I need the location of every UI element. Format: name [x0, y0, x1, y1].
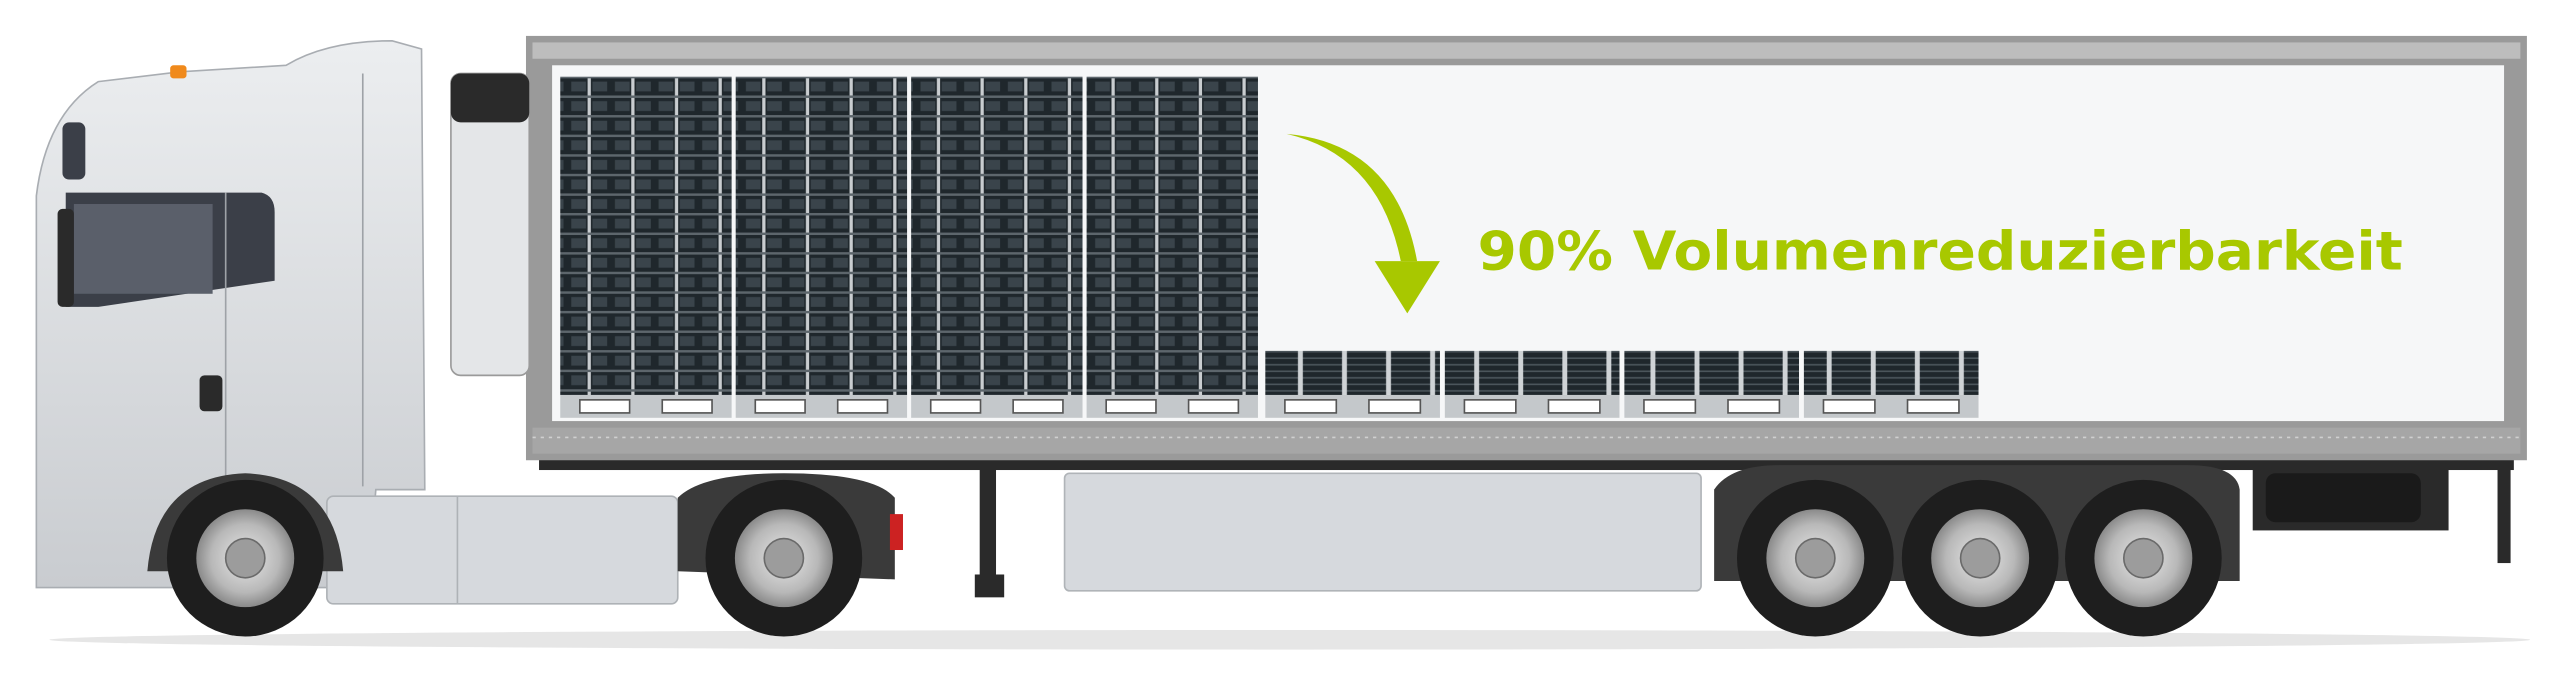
- wheel: [1736, 479, 1894, 637]
- collapsed-crate-group: [1265, 350, 1440, 418]
- ground-shadow: [49, 629, 2531, 650]
- crate-stack: [911, 76, 1083, 418]
- stacked-crates: [560, 76, 1258, 418]
- headline: 90% Volumenreduzierbarkeit: [1477, 219, 2402, 282]
- collapsed-crate-group: [1624, 350, 1799, 418]
- wheel: [2065, 479, 2222, 637]
- wheel: [705, 479, 863, 637]
- down-arrow-icon: [1286, 133, 1440, 314]
- crate-stack: [735, 76, 908, 418]
- collapsed-crate-group: [1444, 350, 1620, 418]
- wheel: [166, 479, 324, 637]
- crate-stack: [1086, 76, 1258, 418]
- wheel: [1901, 479, 2059, 637]
- collapsed-crate-group: [1803, 350, 1979, 418]
- collapsed-crates: [1265, 350, 1979, 418]
- crate-stack: [560, 76, 732, 418]
